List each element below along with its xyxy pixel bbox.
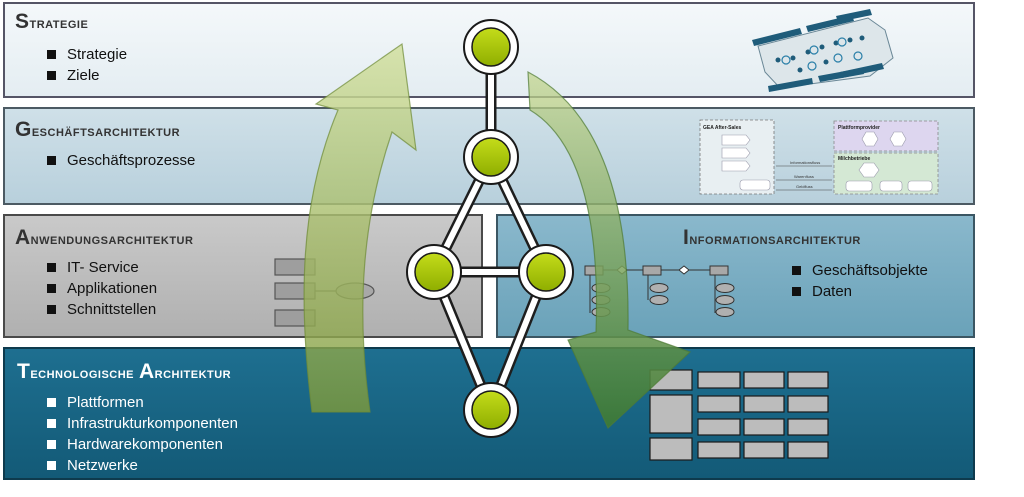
node-anwendungsarchitektur — [406, 244, 462, 300]
list-item: Hardwarekomponenten — [45, 434, 238, 455]
upward-cycle-arrow — [303, 42, 417, 413]
flow-info-label: Informationsfluss — [790, 160, 820, 165]
list-item: IT- Service — [45, 257, 157, 278]
list-item: Geschäftsobjekte — [790, 260, 928, 281]
list-item: Applikationen — [45, 278, 157, 299]
node-strategie — [463, 19, 519, 75]
list-item: Plattformen — [45, 392, 238, 413]
business-model-thumbnail: GEA After-Sales Plattformprovider Milchb… — [699, 119, 939, 195]
geschaeftsarchitektur-list: Geschäftsprozesse — [45, 150, 195, 171]
anwendungsarchitektur-list: IT- Service Applikationen Schnittstellen — [45, 257, 157, 320]
technologische-architektur-title: Technologische Architektur — [17, 360, 232, 383]
informationsarchitektur-list: Geschäftsobjekte Daten — [790, 260, 928, 302]
list-item: Daten — [790, 281, 928, 302]
gea-label: GEA After-Sales — [703, 125, 741, 131]
technologische-architektur-list: Plattformen Infrastrukturkomponenten Har… — [45, 392, 238, 476]
node-informationsarchitektur — [518, 244, 574, 300]
platform-label: Plattformprovider — [838, 125, 880, 131]
strategie-list: Strategie Ziele — [45, 44, 127, 86]
list-item: Geschäftsprozesse — [45, 150, 195, 171]
list-item: Strategie — [45, 44, 127, 65]
informationsarchitektur-title: Informationsarchitektur — [683, 226, 861, 249]
anwendungsarchitektur-title: Anwendungsarchitektur — [15, 226, 194, 249]
flow-money-label: Geldfluss — [796, 184, 813, 189]
geschaeftsarchitektur-title: Geschäftsarchitektur — [15, 118, 181, 141]
milch-label: Milchbetriebe — [838, 156, 870, 162]
list-item: Ziele — [45, 65, 127, 86]
infrastructure-grid-icon — [649, 369, 829, 461]
list-item: Netzwerke — [45, 455, 238, 476]
network-nodes — [406, 19, 574, 438]
list-item: Schnittstellen — [45, 299, 157, 320]
flow-goods-label: Warenfluss — [794, 174, 814, 179]
downward-cycle-arrow — [527, 70, 692, 430]
strategie-title: Strategie — [15, 10, 89, 33]
node-geschaeftsarchitektur — [463, 129, 519, 185]
node-technologie — [463, 382, 519, 438]
list-item: Infrastrukturkomponenten — [45, 413, 238, 434]
strategy-roadmap-thumbnail — [752, 9, 894, 92]
